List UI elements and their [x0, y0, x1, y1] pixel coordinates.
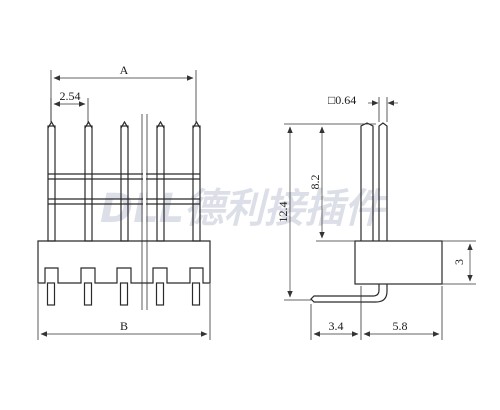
pin [84, 125, 93, 242]
lower-pins [46, 282, 201, 306]
dim-pin-length: 8.2 [308, 126, 355, 242]
dim-height: 12.4 [276, 123, 376, 301]
dim-pin-size-label: □0.64 [328, 93, 356, 107]
dim-a-label: A [120, 63, 129, 77]
break-lines [141, 114, 148, 310]
pin [47, 125, 56, 242]
dim-base-height-label: 3 [452, 259, 466, 265]
pin-bands [48, 173, 200, 205]
watermark-text: DLL德利接插件 [100, 186, 388, 232]
housing-body [37, 240, 211, 284]
dim-bottom: 3.4 5.8 [310, 286, 443, 340]
pin [155, 282, 165, 306]
dim-base-height: 3 [442, 240, 476, 285]
pin [119, 282, 129, 306]
dim-pin-length-label: 8.2 [308, 175, 322, 190]
pin [83, 282, 93, 306]
side-pin-front [378, 122, 388, 241]
dim-height-label: 12.4 [276, 202, 290, 223]
dim-pin-size: □0.64 [328, 93, 398, 122]
pin [191, 282, 201, 306]
side-pin-vertical [360, 122, 374, 241]
dim-pitch: 2.54 [50, 89, 89, 124]
dim-bottom-right-label: 5.8 [393, 319, 408, 333]
dim-pitch-label: 2.54 [60, 89, 81, 103]
pin [46, 282, 56, 306]
dim-b-label: B [120, 319, 128, 333]
side-housing [354, 240, 443, 285]
side-view: □0.64 12.4 8.2 3 [276, 93, 476, 340]
dim-b: B [37, 284, 211, 340]
side-pin-bent [310, 284, 388, 303]
front-view: A 2.54 [37, 63, 211, 340]
dim-bottom-left-label: 3.4 [329, 319, 344, 333]
